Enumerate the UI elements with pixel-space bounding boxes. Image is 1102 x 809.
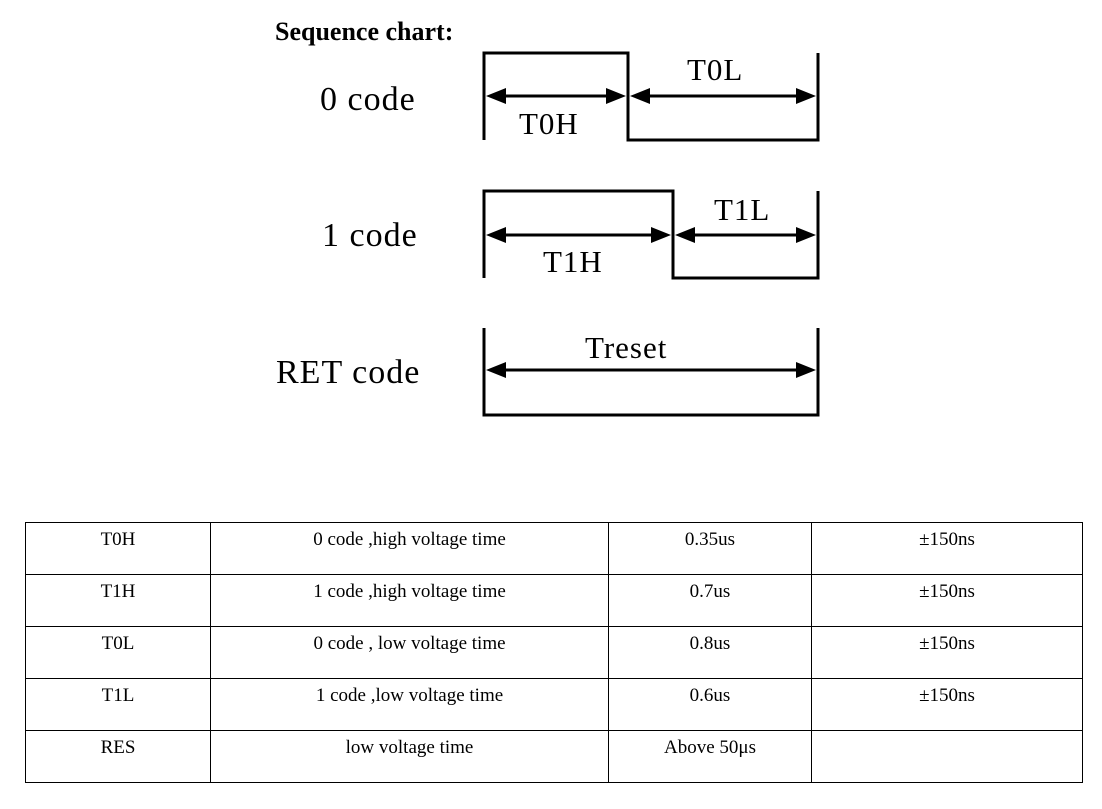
zero-code-label: 0 code [320,81,416,118]
t0l-arrow [630,88,816,104]
description-cell: low voltage time [210,730,609,783]
tolerance-cell [811,730,1083,783]
t0h-arrow [486,88,626,104]
tolerance-cell: ±150ns [811,522,1083,575]
one-code-timing: 1 code T1H T1L [322,189,820,280]
value-cell: 0.35us [608,522,812,575]
tolerance-cell: ±150ns [811,626,1083,679]
value-cell: 0.6us [608,678,812,731]
t1h-arrow [486,227,671,243]
t1l-arrow [675,227,816,243]
value-cell: 0.8us [608,626,812,679]
timing-table: T0H 0 code ,high voltage time 0.35us ±15… [25,522,1083,783]
t0h-label: T0H [519,106,579,141]
zero-code-timing: 0 code T0H T0L [320,51,820,142]
value-cell: 0.7us [608,574,812,627]
description-cell: 0 code ,high voltage time [210,522,609,575]
treset-arrow [486,362,816,378]
symbol-cell: T1L [25,678,211,731]
zero-code-waveform [482,51,820,142]
symbol-cell: RES [25,730,211,783]
sequence-chart-diagram: Sequence chart: 0 code T0H T0L 1 code [275,17,820,417]
symbol-cell: T0H [25,522,211,575]
t0l-label: T0L [687,52,743,87]
description-cell: 0 code , low voltage time [210,626,609,679]
t1h-label: T1H [543,244,603,279]
table-row: T0H 0 code ,high voltage time 0.35us ±15… [25,522,1083,575]
ret-code-waveform [482,328,820,417]
symbol-cell: T0L [25,626,211,679]
table-row: RES low voltage time Above 50μs [25,730,1083,783]
t1l-label: T1L [714,192,770,227]
sequence-chart-title: Sequence chart: [275,17,453,46]
tolerance-cell: ±150ns [811,574,1083,627]
tolerance-cell: ±150ns [811,678,1083,731]
one-code-label: 1 code [322,217,418,254]
table-row: T1H 1 code ,high voltage time 0.7us ±150… [25,574,1083,627]
description-cell: 1 code ,high voltage time [210,574,609,627]
value-cell: Above 50μs [608,730,812,783]
table-row: T1L 1 code ,low voltage time 0.6us ±150n… [25,678,1083,731]
symbol-cell: T1H [25,574,211,627]
treset-label: Treset [585,330,667,365]
ret-code-label: RET code [276,354,420,391]
one-code-waveform [482,189,820,280]
table-row: T0L 0 code , low voltage time 0.8us ±150… [25,626,1083,679]
description-cell: 1 code ,low voltage time [210,678,609,731]
ret-code-timing: RET code Treset [276,328,820,417]
